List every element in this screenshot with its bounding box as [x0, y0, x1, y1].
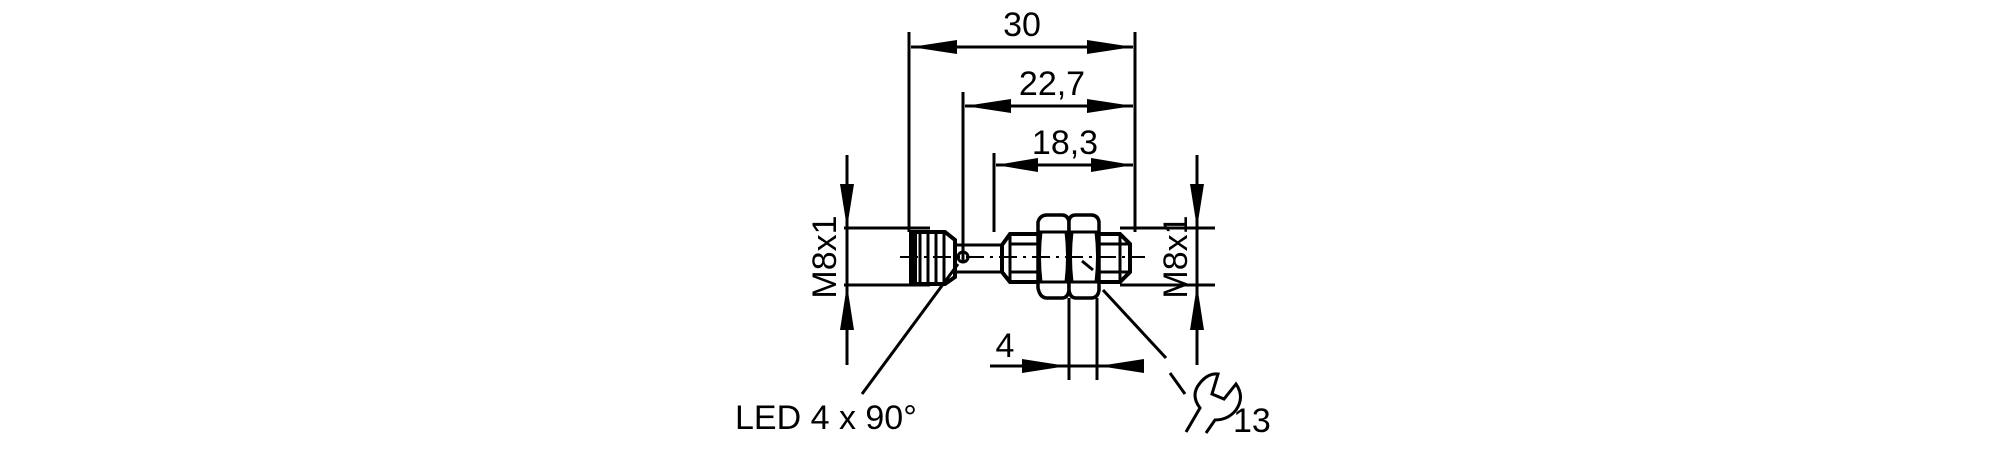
dim-overall-length [911, 40, 1133, 54]
wrench-leader-line [1101, 288, 1187, 395]
wrench-size-label: 13 [1233, 402, 1271, 440]
dim-housing-thread [1120, 155, 1215, 365]
dim-connector-thread [840, 155, 930, 365]
dim-label-housing-length: 22,7 [1019, 65, 1085, 103]
led-label: LED 4 x 90° [735, 399, 917, 437]
dim-label-nut-width: 4 [996, 327, 1015, 365]
dim-label-overall-length: 30 [1003, 6, 1041, 44]
dim-nut-width [990, 298, 1144, 380]
dim-label-connector-thread: M8x1 [806, 215, 844, 298]
dim-label-housing-thread: M8x1 [1157, 215, 1195, 298]
sensor-body [900, 213, 1145, 300]
extension-lines [907, 32, 1137, 262]
wrench-icon [1184, 372, 1242, 434]
dim-label-thread-length: 18,3 [1032, 124, 1098, 162]
dim-thread-length [996, 158, 1133, 172]
dim-housing-length [965, 99, 1133, 113]
led-leader-line [860, 263, 960, 395]
